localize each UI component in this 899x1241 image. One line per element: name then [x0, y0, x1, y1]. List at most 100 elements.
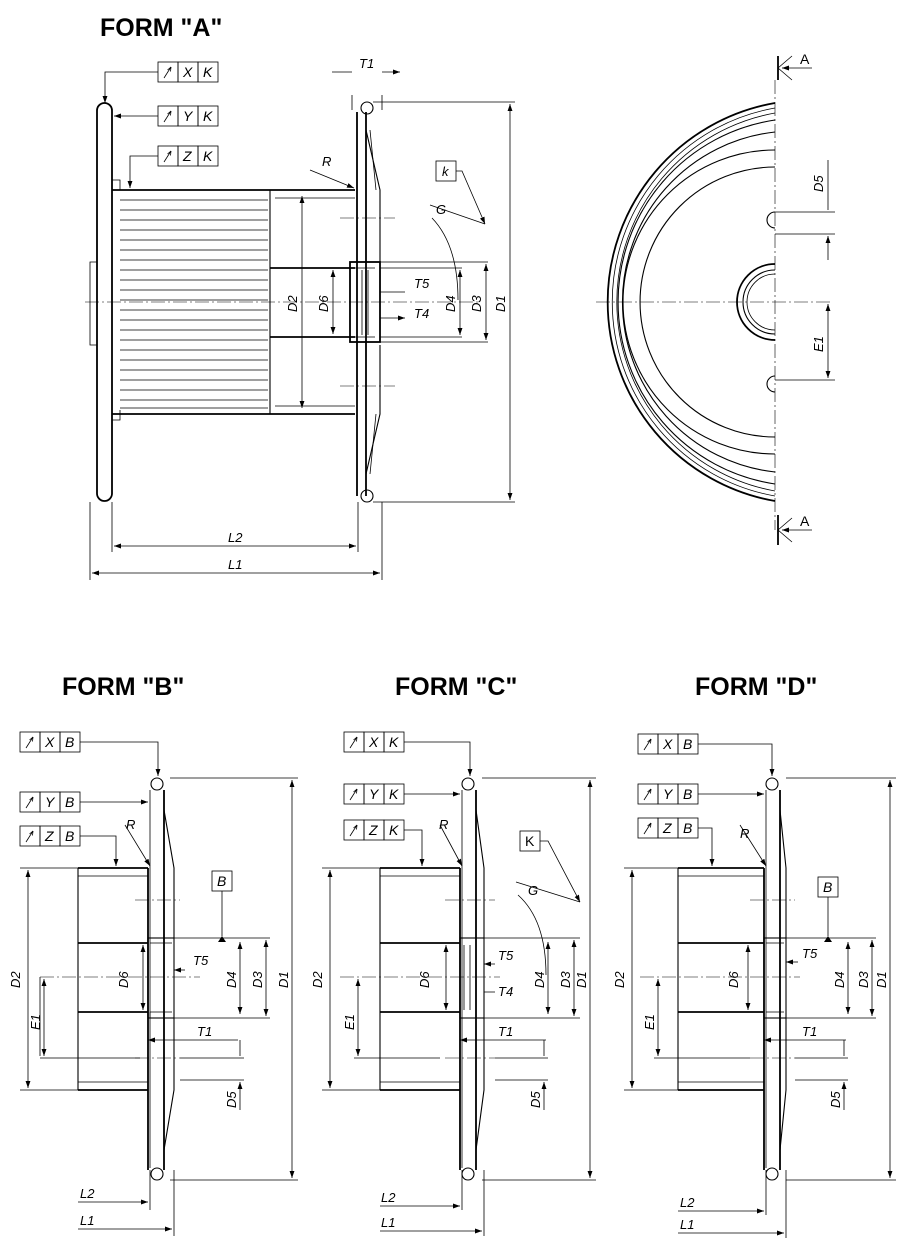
- c-dim-l2: L2: [381, 1190, 396, 1205]
- svg-text:K: K: [525, 833, 535, 849]
- d-dim-d4: D4: [832, 971, 847, 988]
- dim-l2: L2: [228, 530, 243, 545]
- dim-d2: D2: [285, 295, 300, 312]
- c-dim-t1: T1: [498, 1024, 513, 1039]
- c-dim-d2: D2: [310, 971, 325, 988]
- b-dim-d5: D5: [224, 1091, 239, 1108]
- b-dim-d1: D1: [276, 971, 291, 988]
- form-b-title: FORM "B": [62, 673, 184, 701]
- svg-text:B: B: [65, 734, 74, 750]
- svg-text:B: B: [823, 879, 832, 895]
- svg-text:B: B: [65, 794, 74, 810]
- c-dim-t5: T5: [498, 948, 514, 963]
- form-d-title: FORM "D": [695, 673, 817, 701]
- svg-text:K: K: [389, 786, 399, 802]
- form-a-front-view: A A D5 E1: [596, 51, 835, 545]
- c-dim-d4: D4: [532, 971, 547, 988]
- c-dim-r: R: [439, 817, 448, 832]
- c-dim-g: G: [528, 883, 538, 898]
- c-dim-l1: L1: [381, 1215, 395, 1230]
- d-dim-t1: T1: [802, 1024, 817, 1039]
- b-dim-d4: D4: [224, 971, 239, 988]
- d-dim-l1: L1: [680, 1217, 694, 1232]
- svg-text:X: X: [44, 734, 55, 750]
- dim-k: k: [442, 164, 450, 179]
- svg-text:K: K: [203, 64, 213, 80]
- fcf-y: Y K: [157, 105, 219, 127]
- svg-text:B: B: [683, 736, 692, 752]
- dim-g: G: [436, 202, 446, 217]
- svg-text:B: B: [65, 828, 74, 844]
- svg-text:Y: Y: [663, 786, 674, 802]
- dim-d4: D4: [443, 295, 458, 312]
- svg-text:K: K: [389, 734, 399, 750]
- b-dim-d2: D2: [8, 971, 23, 988]
- form-d-view: R B T5 D6 D4 D3 D1 D2 E1 T1 D5 L2 L1: [612, 733, 896, 1238]
- dim-r: R: [322, 154, 331, 169]
- b-dim-t1: T1: [197, 1024, 212, 1039]
- svg-text:Z: Z: [44, 828, 54, 844]
- c-dim-t4: T4: [498, 984, 513, 999]
- form-c-title: FORM "C": [395, 673, 517, 701]
- c-dim-d6: D6: [417, 971, 432, 988]
- b-dim-d6: D6: [116, 971, 131, 988]
- barrel: [112, 189, 355, 415]
- b-fcf-y: Y B: [19, 791, 81, 813]
- dim-l1: L1: [228, 557, 242, 572]
- d-dim-e1: E1: [642, 1014, 657, 1030]
- b-dim-t5: T5: [193, 953, 209, 968]
- front-dim-d5: D5: [811, 175, 826, 192]
- b-dim-r: R: [126, 817, 135, 832]
- form-a-title: FORM "A": [100, 14, 222, 42]
- c-dim-e1: E1: [342, 1014, 357, 1030]
- svg-text:Y: Y: [45, 794, 56, 810]
- svg-text:K: K: [389, 822, 399, 838]
- svg-text:K: K: [203, 148, 213, 164]
- d-dim-r: R: [740, 826, 749, 841]
- form-c-view: R K G T5 T4 D6 D4 D3 D1 D2 E1 T1 D5 L2: [310, 731, 596, 1236]
- svg-text:K: K: [203, 108, 213, 124]
- d-dim-l2: L2: [680, 1195, 695, 1210]
- d-dim-d3: D3: [856, 971, 871, 988]
- svg-text:X: X: [662, 736, 673, 752]
- d-dim-d6: D6: [726, 971, 741, 988]
- b-fcf-z: Z B: [19, 825, 81, 847]
- c-dim-d1: D1: [574, 971, 589, 988]
- dim-d6: D6: [316, 295, 331, 312]
- svg-text:X: X: [182, 64, 193, 80]
- svg-text:X: X: [368, 734, 379, 750]
- dim-t4: T4: [414, 306, 429, 321]
- d-fcf-x: X B: [637, 733, 699, 755]
- fcf-x: X K: [157, 61, 219, 83]
- c-fcf-y: Y K: [343, 783, 405, 805]
- d-fcf-y: Y B: [637, 783, 699, 805]
- d-fcf-z: Z B: [637, 817, 699, 839]
- b-fcf-x: X B: [19, 731, 81, 753]
- dim-d3: D3: [469, 295, 484, 312]
- c-dim-d3: D3: [558, 971, 573, 988]
- section-a-top: A: [800, 51, 810, 67]
- b-dim-e1: E1: [28, 1014, 43, 1030]
- right-flange: [356, 101, 381, 503]
- svg-text:Y: Y: [183, 108, 194, 124]
- svg-text:B: B: [683, 786, 692, 802]
- svg-text:B: B: [217, 873, 226, 889]
- svg-text:Z: Z: [662, 820, 672, 836]
- svg-text:B: B: [683, 820, 692, 836]
- dim-d1: D1: [493, 295, 508, 312]
- c-fcf-x: X K: [343, 731, 405, 753]
- d-dim-d1: D1: [874, 971, 889, 988]
- b-dim-d3: D3: [250, 971, 265, 988]
- fcf-z: Z K: [157, 145, 219, 167]
- front-dim-e1: E1: [811, 336, 826, 352]
- b-dim-l1: L1: [80, 1213, 94, 1228]
- form-a-side-view: T1 R k G T5 T4 D2 D6 D4 D3 D1 L2: [85, 56, 515, 580]
- c-fcf-z: Z K: [343, 819, 405, 841]
- form-b-view: R B T5 D6 D4 D3 D1 D2 E1 T1 D5 L2 L1: [8, 731, 298, 1236]
- svg-text:Z: Z: [182, 148, 192, 164]
- dim-t5: T5: [414, 276, 430, 291]
- svg-text:Y: Y: [369, 786, 380, 802]
- d-dim-d5: D5: [828, 1091, 843, 1108]
- d-dim-t5: T5: [802, 946, 818, 961]
